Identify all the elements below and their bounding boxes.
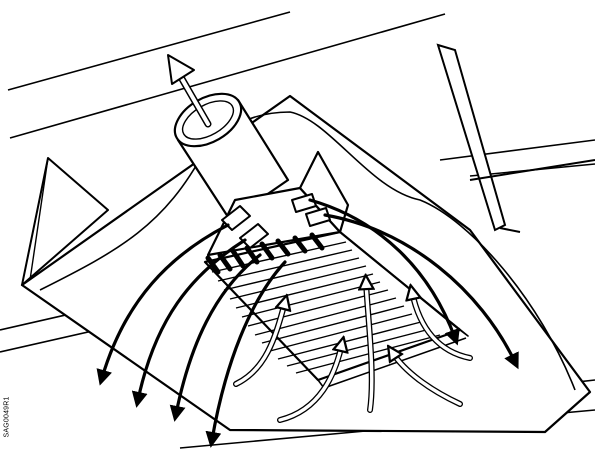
cooling-flow-arrow-icon [96, 198, 519, 448]
exhaust-pipe-icon [173, 92, 290, 222]
right-bracket [436, 43, 595, 233]
outlet-arrow-icon [167, 54, 212, 128]
heatsink-fins [211, 241, 441, 374]
intake-flow-arrow-icon [233, 282, 473, 423]
figure-reference-code: SAG0049R1 [3, 396, 11, 438]
left-bracket [21, 157, 109, 286]
